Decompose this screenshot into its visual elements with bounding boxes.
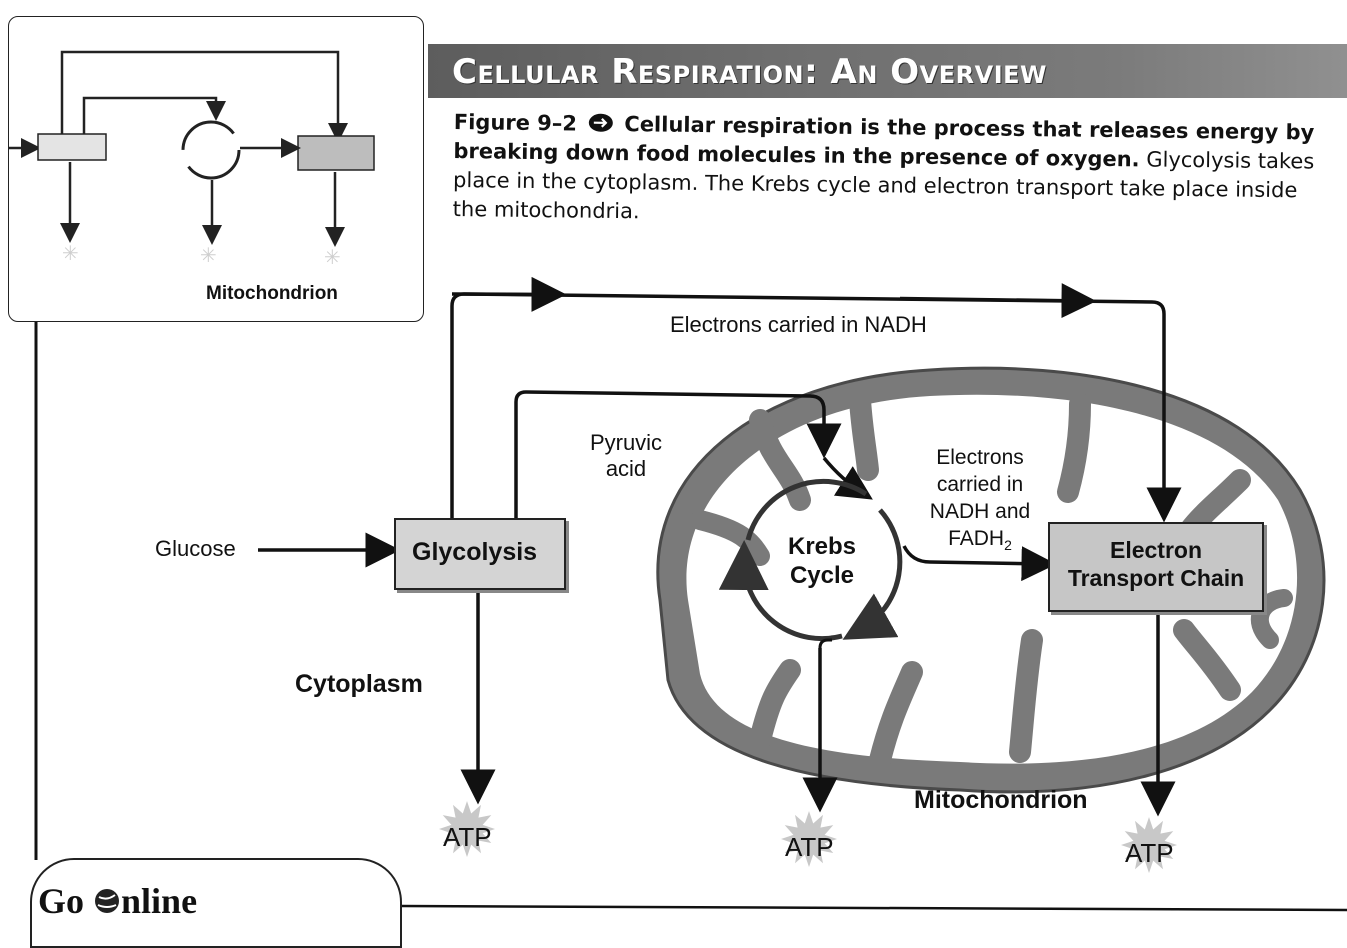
bottom-rule (402, 906, 1347, 910)
glycolysis-label: Glycolysis (412, 538, 537, 567)
krebs-line-1: Krebs (770, 532, 874, 561)
nadh-arrow-head-2 (900, 299, 1086, 302)
mitochondrion-label: Mitochondrion (914, 786, 1088, 815)
globe-icon (93, 887, 121, 923)
pyruvic-acid-line-2: acid (580, 456, 672, 482)
pyruvic-acid-line-1: Pyruvic (580, 430, 672, 456)
electrons-nadh-fadh2-line-1: Electrons (916, 444, 1044, 471)
nadh-arrow-head-1 (452, 294, 556, 295)
go-online-link[interactable]: Go nline (38, 880, 197, 923)
electrons-nadh-fadh2-line-4: FADH2 (916, 525, 1044, 559)
go-online-text-1: Go (38, 881, 93, 921)
figure-page: ✳ ✳ ✳ Mitochondrion Cellular Respiration… (0, 0, 1347, 918)
atp-label-1: ATP (443, 822, 492, 853)
electrons-nadh-label: Electrons carried in NADH (670, 312, 927, 338)
atp-label-2: ATP (785, 832, 834, 863)
electrons-nadh-fadh2-label: Electrons carried in NADH and FADH2 (916, 444, 1044, 559)
glucose-label: Glucose (155, 536, 236, 562)
go-online-text-2: nline (121, 881, 197, 921)
electrons-nadh-fadh2-line-2: carried in (916, 471, 1044, 498)
krebs-line-2: Cycle (770, 561, 874, 590)
electrons-nadh-fadh2-line-3: NADH and (916, 498, 1044, 525)
etc-label: Electron Transport Chain (1048, 536, 1264, 592)
pyruvic-acid-label: Pyruvic acid (580, 430, 672, 482)
cytoplasm-label: Cytoplasm (295, 670, 423, 699)
krebs-cycle-label: Krebs Cycle (770, 532, 874, 590)
fadh-subscript: 2 (1004, 537, 1012, 553)
respiration-diagram (0, 0, 1347, 918)
atp-label-3: ATP (1125, 838, 1174, 869)
etc-label-line-1: Electron (1048, 536, 1264, 564)
fadh-text: FADH (948, 527, 1004, 550)
etc-label-line-2: Transport Chain (1048, 564, 1264, 592)
